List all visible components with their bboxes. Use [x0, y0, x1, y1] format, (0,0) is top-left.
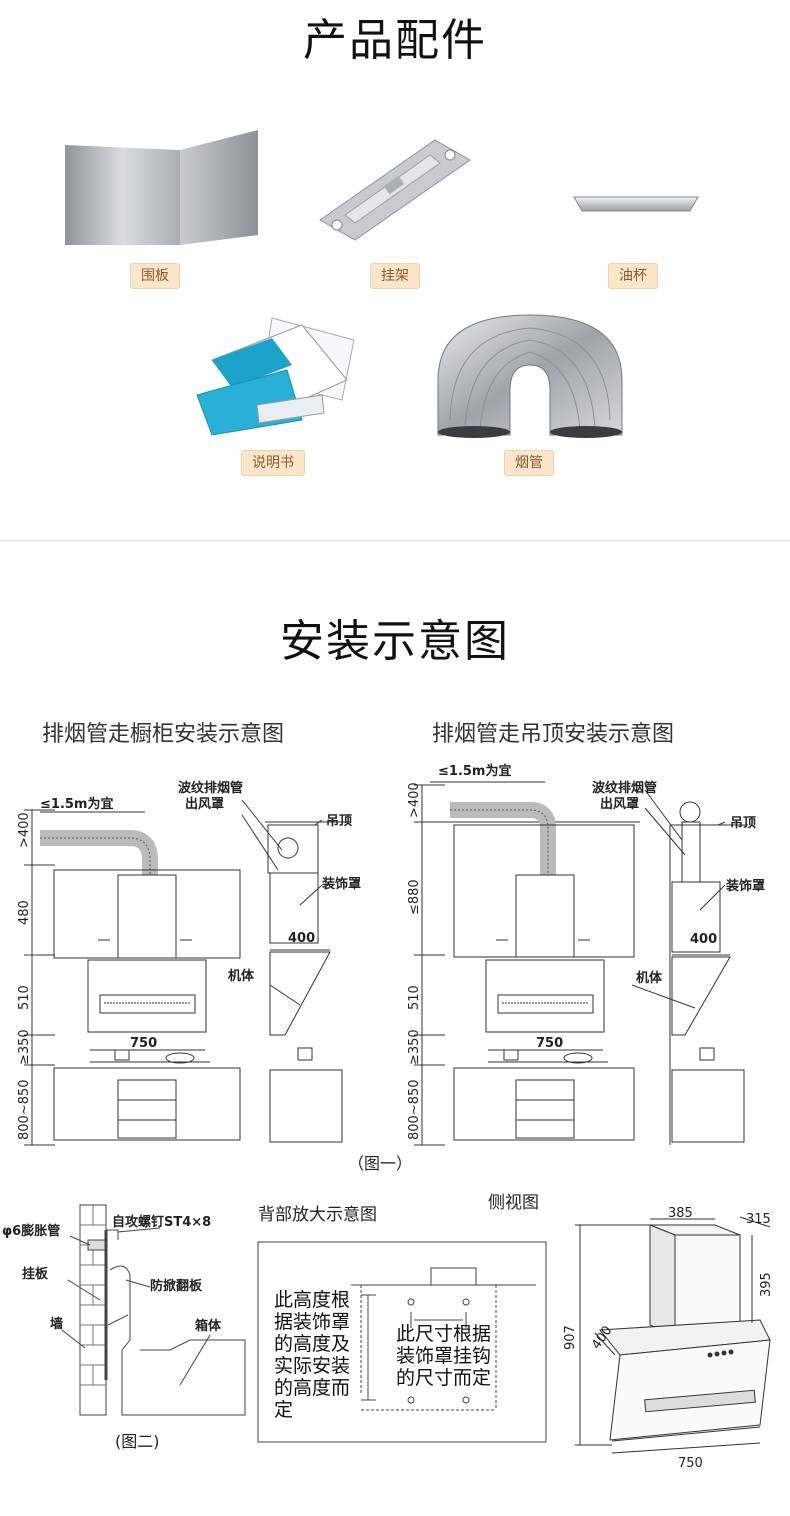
back-note-left-4: 实际安装: [274, 1355, 350, 1377]
left-label-duct: 波纹排烟管: [178, 780, 243, 796]
left-dim-counter: 800~850: [17, 1079, 32, 1140]
left-dim-top: >400: [17, 812, 32, 848]
label-flap: 防掀翻板: [150, 1278, 203, 1294]
accessory-tag-duct: 烟管: [504, 450, 554, 476]
right-label-duct: 波纹排烟管: [592, 780, 657, 796]
mounting-detail: φ6膨胀管 自攻螺钉ST4×8 挂板 防掀翻板 墙 箱体: [2, 1204, 246, 1416]
side-dim-top-width: 385: [668, 1206, 693, 1221]
accessory-tag-bracket: 挂架: [370, 263, 420, 289]
right-dim-width: 750: [536, 1036, 563, 1051]
back-view-title: 背部放大示意图: [258, 1205, 377, 1225]
back-note-left-5: 的高度而: [274, 1377, 350, 1399]
right-dim-gap: ≥350: [407, 1029, 422, 1065]
back-note-left-1: 此高度根: [274, 1289, 350, 1311]
right-dim-counter: 800~850: [407, 1079, 422, 1140]
accessory-tag-manual: 说明书: [241, 450, 305, 476]
back-note-right-3: 的尺寸而定: [396, 1367, 491, 1389]
side-dim-chimney-height: 395: [759, 1272, 774, 1297]
accessories-title: 产品配件: [303, 15, 487, 66]
right-dim-depth: 400: [690, 932, 717, 947]
right-label-cover: 装饰罩: [725, 878, 765, 894]
left-label-cover: 装饰罩: [321, 876, 361, 892]
left-dim-hood: 510: [17, 985, 32, 1010]
left-dim-cabinet: 480: [17, 900, 32, 925]
right-label-outlet: 出风罩: [600, 796, 639, 812]
left-label-ceiling: 吊顶: [326, 814, 352, 829]
back-note-left-2: 据装饰罩: [274, 1311, 350, 1333]
back-note-right-1: 此尺寸根据: [396, 1323, 491, 1345]
side-view-title: 侧视图: [488, 1193, 539, 1213]
side-view-diagram: 385 315 395 907 400 750: [563, 1206, 774, 1470]
bracket-image: [319, 139, 471, 241]
right-label-body: 机体: [636, 970, 663, 986]
diagram-cabinet: ≤1.5m为宜 波纹排烟管 出风罩 吊顶 装饰罩 机体 400 750 >400…: [17, 780, 361, 1146]
oil-cup-image: [573, 196, 699, 212]
right-length-note: ≤1.5m为宜: [438, 763, 511, 779]
left-label-outlet: 出风罩: [185, 796, 224, 812]
back-view-diagram: 此高度根 据装饰罩 的高度及 实际安装 的高度而 定 此尺寸根据 装饰罩挂钩 的…: [257, 1241, 547, 1443]
installation-title: 安装示意图: [280, 616, 510, 667]
diagram-cabinet-title: 排烟管走橱柜安装示意图: [42, 722, 285, 747]
diagram-ceiling-title: 排烟管走吊顶安装示意图: [432, 722, 675, 747]
panel-image: [65, 130, 258, 245]
side-dim-width: 750: [678, 1456, 703, 1470]
duct-image: [437, 314, 623, 438]
right-dim-top: >400: [407, 782, 422, 818]
figure2-caption: (图二): [115, 1432, 160, 1451]
label-expansion-tube: φ6膨胀管: [2, 1223, 60, 1239]
left-dim-depth: 400: [288, 931, 315, 946]
side-dim-top-depth: 315: [746, 1212, 771, 1227]
back-note-right-2: 装饰罩挂钩: [396, 1345, 491, 1367]
back-note-left-3: 的高度及: [274, 1333, 350, 1355]
figure1-caption: （图一）: [348, 1154, 413, 1173]
accessory-tag-oil-cup: 油杯: [608, 263, 658, 289]
right-label-ceiling: 吊顶: [730, 816, 756, 831]
label-screw: 自攻螺钉ST4×8: [112, 1214, 211, 1230]
back-note-left-6: 定: [274, 1399, 293, 1421]
accessory-tag-panel: 围板: [130, 263, 180, 289]
left-dim-gap: ≥350: [17, 1029, 32, 1065]
left-label-body: 机体: [228, 968, 255, 984]
diagram-ceiling: ≤1.5m为宜 波纹排烟管 出风罩 吊顶 装饰罩 机体 400 750 >400…: [407, 763, 765, 1146]
manual-image: [196, 317, 355, 436]
label-wall: 墙: [50, 1316, 63, 1332]
left-length-note: ≤1.5m为宜: [40, 796, 113, 812]
left-dim-width: 750: [130, 1036, 157, 1051]
section-divider: [0, 540, 790, 541]
label-bracket: 挂板: [22, 1266, 49, 1282]
right-dim-cabinet: ≤880: [407, 879, 422, 915]
side-dim-total-height: 907: [563, 1325, 578, 1350]
label-box: 箱体: [195, 1318, 222, 1334]
right-dim-hood: 510: [407, 985, 422, 1010]
